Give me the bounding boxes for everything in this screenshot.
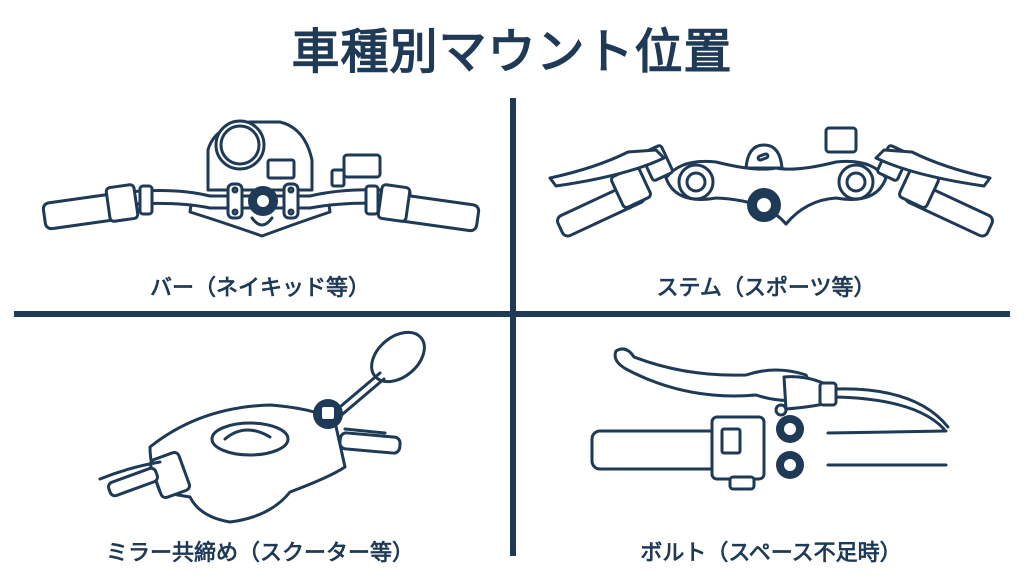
panel-label-mirror: ミラー共締め（スクーター等） [105,541,414,566]
page-title: 車種別マウント位置 [291,24,733,80]
sport-bike-stem-icon [548,126,994,238]
scooter-mirror-mount-icon [98,330,426,524]
panel-stem: ステム（スポーツ等） [516,0,1024,311]
lever-bolt-mount-icon [590,347,950,491]
panel-label-stem: ステム（スポーツ等） [656,276,876,301]
naked-bike-handlebar-icon [41,119,481,238]
vertical-divider [510,98,516,556]
panel-bar: バー（ネイキッド等） [0,0,510,311]
panel-label-bolt: ボルト（スペース不足時） [640,541,902,566]
panel-label-bar: バー（ネイキッド等） [149,276,370,301]
panel-bolt: ボルト（スペース不足時） [516,317,1024,576]
panel-mirror: ミラー共締め（スクーター等） [0,317,510,576]
horizontal-divider [14,311,1010,317]
